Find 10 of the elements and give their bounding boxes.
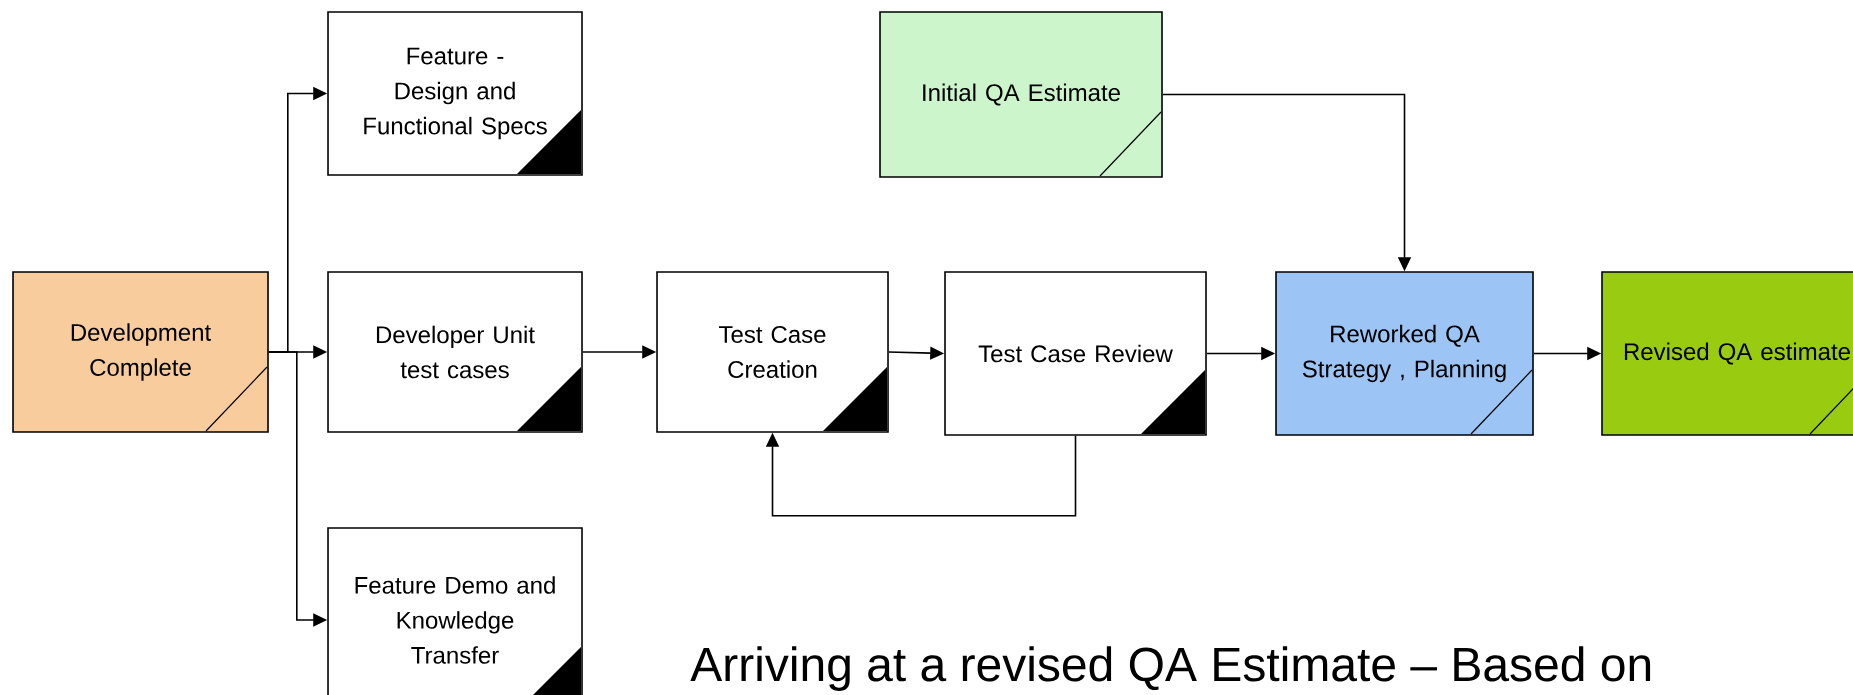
process-box: Development Complete bbox=[12, 271, 269, 433]
process-box: Revised QA estimate bbox=[1601, 271, 1853, 436]
process-box: Feature Demo and Knowledge Transfer bbox=[327, 527, 583, 695]
process-box: Feature - Design and Functional Specs bbox=[327, 11, 583, 176]
process-box: Initial QA Estimate bbox=[879, 11, 1163, 178]
process-box: Developer Unit test cases bbox=[327, 271, 583, 433]
process-box: Reworked QA Strategy , Planning bbox=[1275, 271, 1534, 436]
process-box: Test Case Creation bbox=[656, 271, 889, 433]
process-box: Test Case Review bbox=[944, 271, 1207, 436]
caption: Arriving at a revised QA Estimate – Based on bbox=[690, 646, 1651, 691]
